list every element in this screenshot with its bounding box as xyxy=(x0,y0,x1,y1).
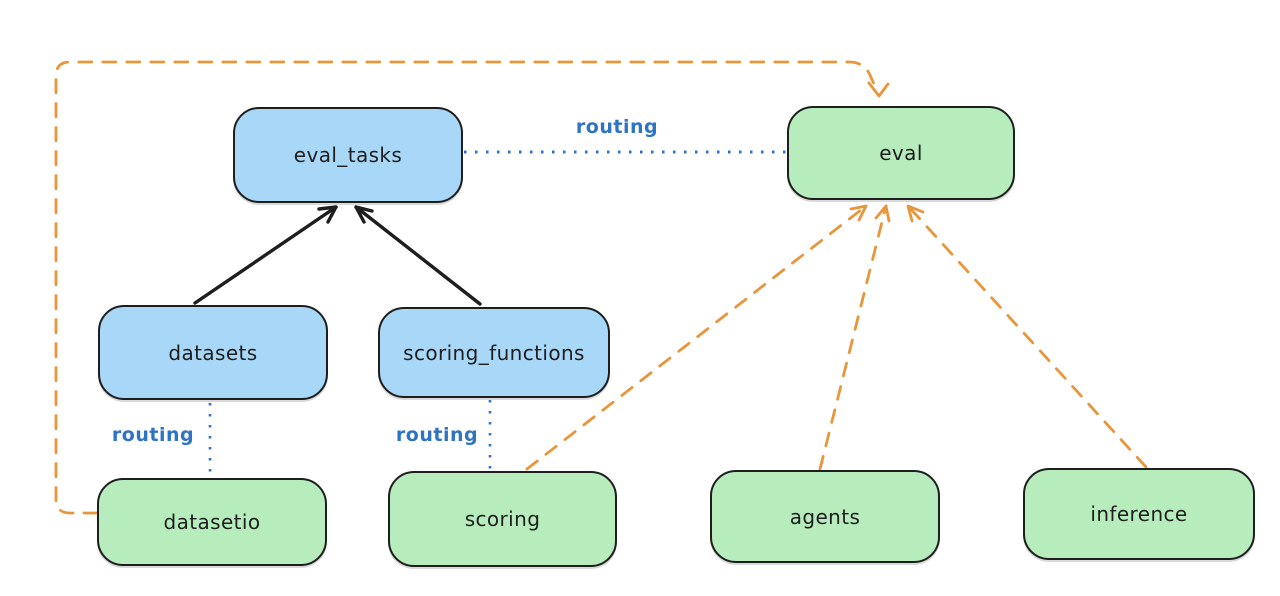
arrowhead-scoring-to-eval xyxy=(849,204,868,222)
arrow-scoring-to-eval xyxy=(525,204,868,471)
arrow-scoring-functions-to-eval-tasks xyxy=(354,205,482,306)
node-datasetio-label: datasetio xyxy=(163,510,261,534)
node-inference-label: inference xyxy=(1090,502,1188,526)
node-datasets-label: datasets xyxy=(168,340,258,365)
arrowhead-agents-to-eval xyxy=(874,204,891,223)
arrow-inference-to-eval xyxy=(906,204,1148,469)
arrow-datasets-to-eval-tasks xyxy=(193,205,338,305)
node-agents: agents xyxy=(710,470,940,563)
node-agents-label: agents xyxy=(789,504,861,529)
edge-label-routing-datasets-datasetio: routing xyxy=(111,424,195,446)
node-eval: eval xyxy=(787,106,1015,200)
node-eval-tasks-label: eval_tasks xyxy=(293,143,403,167)
node-datasetio: datasetio xyxy=(97,478,327,566)
node-eval-label: eval xyxy=(879,141,923,165)
edge-label-routing-eval-tasks-eval: routing xyxy=(575,116,659,138)
node-eval-tasks: eval_tasks xyxy=(233,107,463,203)
node-scoring-functions-label: scoring_functions xyxy=(403,340,585,365)
node-scoring-label: scoring xyxy=(464,507,541,531)
node-inference: inference xyxy=(1023,468,1255,560)
node-scoring: scoring xyxy=(388,471,617,567)
node-datasets: datasets xyxy=(98,305,328,400)
node-scoring-functions: scoring_functions xyxy=(378,307,610,398)
arrow-datasetio-to-eval-loop xyxy=(54,60,879,515)
arrow-agents-to-eval xyxy=(818,204,888,471)
edge-label-routing-scoring-functions-scoring: routing xyxy=(395,424,479,446)
arrowhead-datasetio-to-eval xyxy=(867,81,890,98)
arrowhead-inference-to-eval xyxy=(906,204,925,223)
